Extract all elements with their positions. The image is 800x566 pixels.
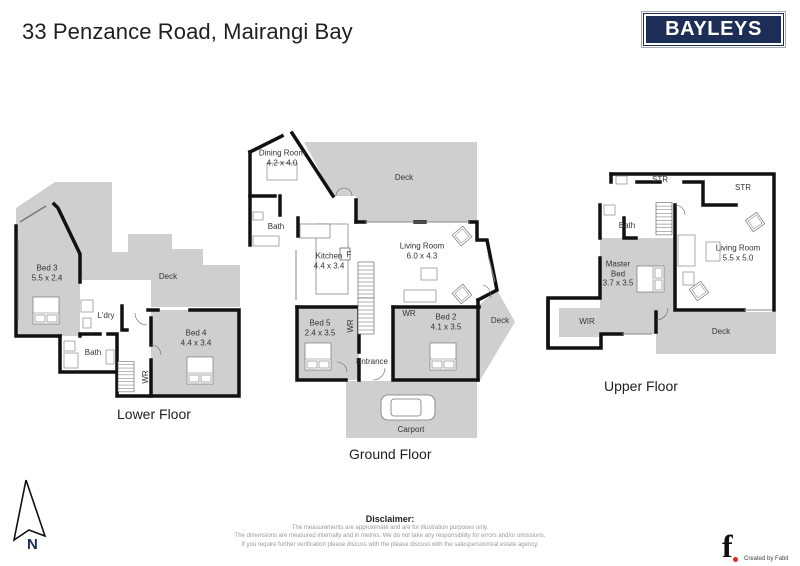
upper-floor-title: Upper Floor (604, 378, 678, 394)
ground-entrance-label: Entrance (355, 357, 389, 367)
ground-floor-plan (247, 130, 515, 438)
logo-text: BAYLEYS (665, 18, 762, 40)
lower-laundry-label: L'dry (97, 311, 115, 321)
lower-deck-label: Deck (158, 272, 178, 282)
bayleys-logo: BAYLEYS (641, 11, 786, 48)
lower-floor-plan (14, 182, 241, 398)
ground-fridge-label: F (346, 250, 352, 260)
lower-wardrobe-label: WR (141, 370, 151, 384)
ground-bed2-wardrobe-label: WR (402, 309, 416, 319)
disclaimer-line: If you require further verification plea… (241, 541, 539, 548)
fabit-logo-icon: f (722, 528, 733, 564)
property-address-title: 33 Penzance Road, Mairangi Bay (22, 19, 353, 44)
north-arrow-icon (12, 479, 47, 542)
ground-bath-label: Bath (267, 222, 285, 232)
upper-bath-label: Bath (618, 221, 636, 231)
disclaimer-title: Disclaimer: (365, 514, 415, 524)
fabit-red-dot (733, 557, 738, 562)
lower-floor-title: Lower Floor (117, 406, 191, 422)
upper-floor-plan (546, 172, 776, 354)
disclaimer-line: The measurements are approximate and are… (291, 525, 489, 531)
upper-wir-label: WIR (579, 317, 595, 327)
disclaimer: Disclaimer: The measurements are approxi… (180, 514, 600, 549)
upper-deck-label: Deck (711, 327, 731, 337)
upper-str-1-label: STR (652, 175, 668, 185)
ground-floor-title: Ground Floor (349, 446, 432, 462)
north-label: N (27, 536, 38, 553)
logo-badge: BAYLEYS (643, 13, 784, 46)
fabit-credit-text: Created by Fabit (744, 556, 789, 562)
disclaimer-line: The dimensions are measured internally a… (234, 533, 546, 540)
ground-deck-label: Deck (394, 173, 414, 183)
ground-carport-label: Carport (397, 425, 425, 435)
ground-side-deck-label: Deck (490, 316, 510, 326)
ground-bed5-wardrobe-label: WR (346, 319, 356, 333)
lower-bath-label: Bath (84, 348, 102, 358)
upper-str-2-label: STR (735, 183, 751, 193)
